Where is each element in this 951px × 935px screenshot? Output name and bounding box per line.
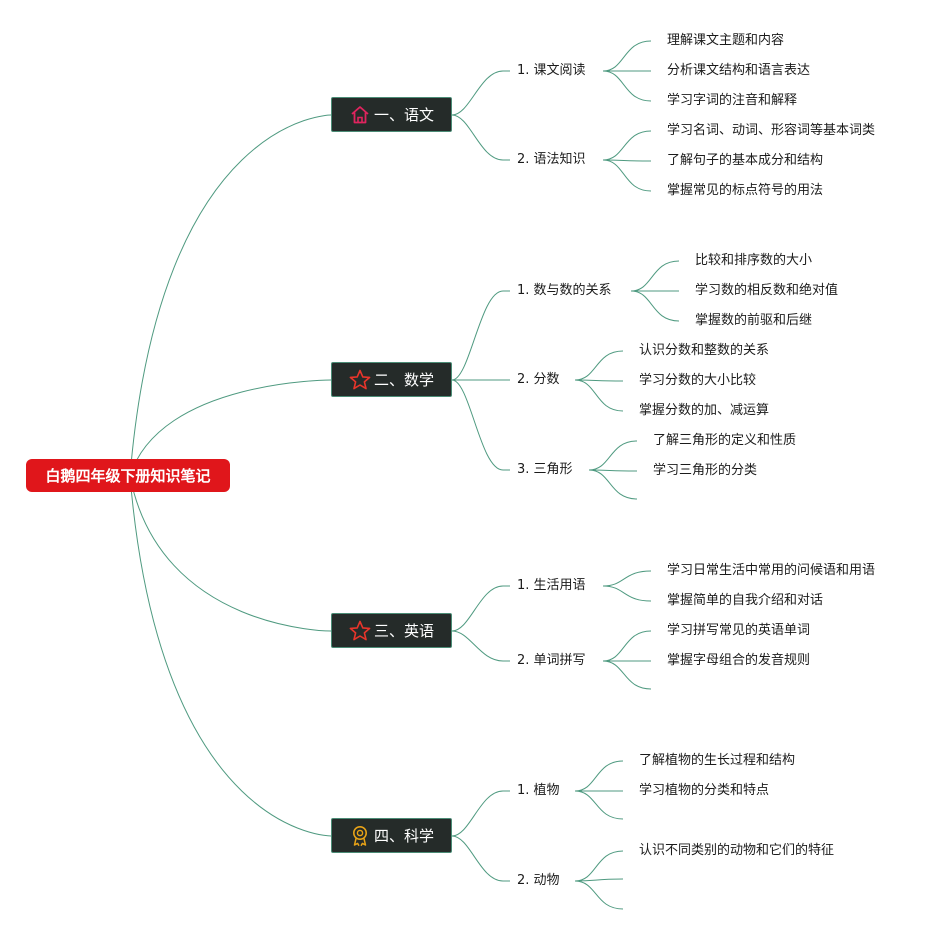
point-connector bbox=[574, 760, 624, 792]
point-connector bbox=[602, 630, 652, 662]
root-connector bbox=[129, 475, 332, 837]
point-connector bbox=[574, 850, 624, 882]
branch-connector bbox=[451, 835, 510, 882]
branch-label: 二、数学 bbox=[374, 371, 435, 389]
point-label: 学习名词、动词、形容词等基本词类 bbox=[667, 123, 876, 138]
root-node[interactable]: 白鹅四年级下册知识笔记 bbox=[26, 459, 230, 492]
point-label: 学习字词的注音和解释 bbox=[667, 93, 798, 108]
branch-node-chinese[interactable]: 一、语文 bbox=[331, 97, 452, 132]
root-connector bbox=[129, 114, 332, 477]
topic-label: 2. 语法知识 bbox=[517, 152, 586, 167]
point-label: 学习植物的分类和特点 bbox=[639, 783, 770, 798]
point-label: 分析课文结构和语言表达 bbox=[667, 63, 811, 78]
point-label: 掌握分数的加、减运算 bbox=[639, 403, 770, 418]
root-connector bbox=[129, 379, 332, 477]
point-label: 了解句子的基本成分和结构 bbox=[667, 153, 824, 168]
branch-connector bbox=[451, 585, 510, 632]
topic-label: 2. 动物 bbox=[517, 873, 560, 888]
branch-label: 四、科学 bbox=[374, 827, 435, 845]
point-connector bbox=[588, 440, 638, 471]
point-label: 学习三角形的分类 bbox=[653, 463, 758, 478]
point-label: 学习日常生活中常用的问候语和用语 bbox=[667, 563, 876, 578]
point-connector bbox=[602, 70, 652, 102]
point-connector bbox=[602, 159, 652, 162]
topic-label: 3. 三角形 bbox=[517, 462, 573, 477]
branch-connector bbox=[451, 790, 510, 837]
branch-node-math[interactable]: 二、数学 bbox=[331, 362, 452, 397]
point-label: 掌握字母组合的发音规则 bbox=[667, 653, 811, 668]
point-label: 理解课文主题和内容 bbox=[667, 33, 785, 48]
topic-label: 2. 分数 bbox=[517, 372, 560, 387]
point-label: 掌握数的前驱和后继 bbox=[695, 313, 813, 328]
point-connector bbox=[630, 260, 680, 292]
point-connector bbox=[630, 290, 680, 322]
branch-connector bbox=[451, 379, 510, 471]
point-connector bbox=[602, 159, 652, 192]
point-connector bbox=[574, 350, 624, 381]
branch-node-science[interactable]: 四、科学 bbox=[331, 818, 452, 853]
branch-connector bbox=[451, 630, 510, 662]
point-connector bbox=[574, 790, 624, 820]
star-icon bbox=[348, 619, 372, 643]
point-label: 掌握简单的自我介绍和对话 bbox=[667, 593, 824, 608]
award-icon bbox=[348, 824, 372, 848]
point-connector bbox=[574, 379, 624, 412]
star-icon bbox=[348, 368, 372, 392]
point-label: 比较和排序数的大小 bbox=[695, 253, 813, 268]
branch-connector bbox=[451, 114, 510, 161]
point-connector bbox=[602, 40, 652, 72]
point-connector bbox=[574, 878, 624, 882]
home-icon bbox=[348, 103, 372, 127]
topic-label: 1. 生活用语 bbox=[517, 578, 586, 593]
root-connector bbox=[129, 475, 332, 632]
point-connector bbox=[574, 379, 624, 382]
point-label: 了解三角形的定义和性质 bbox=[653, 433, 797, 448]
branch-connector bbox=[451, 290, 510, 381]
point-connector bbox=[602, 585, 652, 602]
point-label: 学习分数的大小比较 bbox=[639, 373, 757, 388]
point-label: 掌握常见的标点符号的用法 bbox=[667, 183, 824, 198]
point-label: 认识分数和整数的关系 bbox=[639, 343, 770, 358]
branch-connector bbox=[451, 70, 510, 116]
point-connector bbox=[574, 880, 624, 910]
root-label: 白鹅四年级下册知识笔记 bbox=[45, 467, 211, 485]
point-connector bbox=[602, 570, 652, 587]
topic-label: 1. 课文阅读 bbox=[517, 63, 586, 78]
topic-label: 1. 数与数的关系 bbox=[517, 283, 612, 298]
point-label: 学习数的相反数和绝对值 bbox=[695, 283, 839, 298]
branch-label: 一、语文 bbox=[374, 106, 435, 124]
point-connector bbox=[588, 469, 638, 500]
point-connector bbox=[602, 660, 652, 690]
topic-label: 1. 植物 bbox=[517, 783, 560, 798]
point-label: 学习拼写常见的英语单词 bbox=[667, 623, 811, 638]
branch-node-english[interactable]: 三、英语 bbox=[331, 613, 452, 648]
point-label: 了解植物的生长过程和结构 bbox=[639, 753, 796, 768]
point-label: 认识不同类别的动物和它们的特征 bbox=[639, 843, 835, 858]
topic-label: 2. 单词拼写 bbox=[517, 653, 586, 668]
point-connector bbox=[602, 130, 652, 161]
branch-label: 三、英语 bbox=[374, 622, 435, 640]
